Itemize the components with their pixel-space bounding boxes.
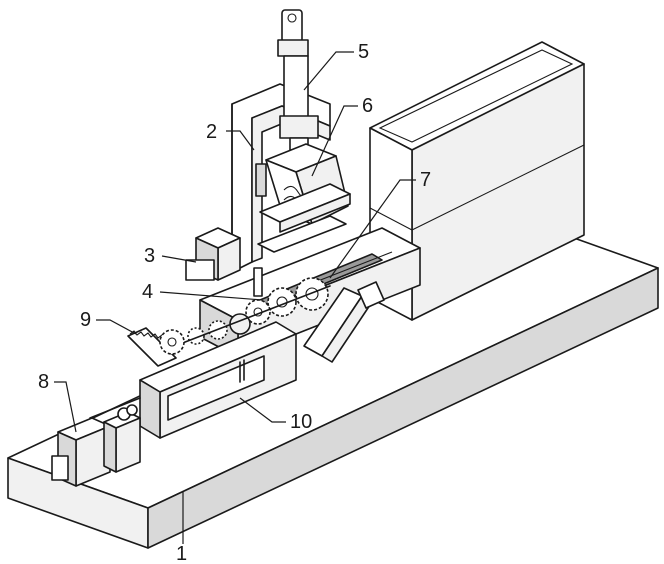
cutting-head: [255, 143, 351, 253]
callout-1: 1: [176, 543, 187, 564]
pusher-assembly: [51, 397, 141, 487]
callout-leaders: [54, 51, 416, 544]
callout-labels: 1 2 3 4 5 6 7 8 9 10: [38, 41, 431, 564]
feed-trough: [139, 321, 297, 439]
rack-gear: [127, 327, 185, 367]
callout-8: 8: [38, 371, 49, 393]
callout-7: 7: [420, 169, 431, 191]
drive-motor: [185, 227, 241, 281]
callout-5: 5: [358, 41, 369, 63]
callout-9: 9: [80, 309, 91, 331]
discharge-chute: [303, 281, 385, 363]
callout-10: 10: [290, 411, 312, 433]
base-plate: [7, 217, 659, 549]
callout-2: 2: [206, 121, 217, 143]
gear-train: [179, 267, 331, 345]
air-cylinder: [277, 9, 319, 167]
callout-4: 4: [142, 281, 153, 303]
callout-3: 3: [144, 245, 155, 267]
collection-box: [369, 41, 585, 321]
callout-6: 6: [362, 95, 373, 117]
